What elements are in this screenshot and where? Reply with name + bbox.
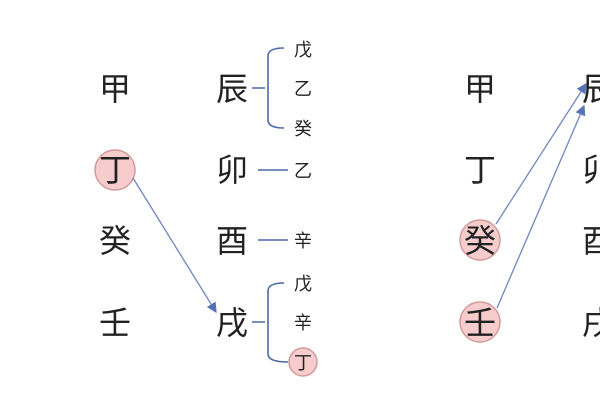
right-branch-4: 戌: [582, 304, 600, 342]
hidden-stem-xu-1: 戊: [294, 274, 312, 295]
highlight-circle-gui: [459, 219, 501, 261]
left-branch-1: 辰: [216, 70, 248, 108]
arrow-ding-to-xu: [132, 177, 217, 314]
left-stem-4: 壬: [99, 304, 131, 342]
left-stem-1: 甲: [99, 70, 131, 108]
right-branch-2: 卯: [582, 151, 600, 189]
left-branch-2: 卯: [216, 151, 248, 189]
hidden-stem-chen-2: 乙: [294, 79, 312, 100]
highlight-circle-hidden-ding: [288, 347, 318, 377]
right-branch-3: 酉: [582, 222, 600, 260]
left-stem-2: 丁: [99, 151, 131, 189]
hidden-stem-you: 辛: [294, 231, 312, 252]
right-stem-4: 壬: [464, 304, 496, 342]
right-stem-2: 丁: [464, 151, 496, 189]
hidden-stem-mao: 乙: [294, 161, 312, 182]
hidden-stem-chen-1: 戊: [294, 40, 312, 61]
left-stem-3: 癸: [99, 222, 131, 260]
right-stem-1: 甲: [464, 70, 496, 108]
highlight-circle-ding: [94, 149, 136, 191]
hidden-stem-xu-3: 丁: [294, 353, 312, 374]
hidden-stem-xu-2: 辛: [294, 313, 312, 334]
arrow-gui-to-chen: [495, 82, 587, 225]
right-stem-3: 癸: [464, 222, 496, 260]
right-branch-1: 辰: [582, 70, 600, 108]
left-branch-4: 戌: [216, 304, 248, 342]
highlight-circle-ren: [459, 301, 501, 343]
bracket-xu: [252, 282, 289, 363]
bracket-chen: [252, 47, 285, 129]
arrow-ren-to-chen: [496, 104, 586, 309]
left-branch-3: 酉: [216, 222, 248, 260]
hidden-stem-chen-3: 癸: [294, 119, 312, 140]
